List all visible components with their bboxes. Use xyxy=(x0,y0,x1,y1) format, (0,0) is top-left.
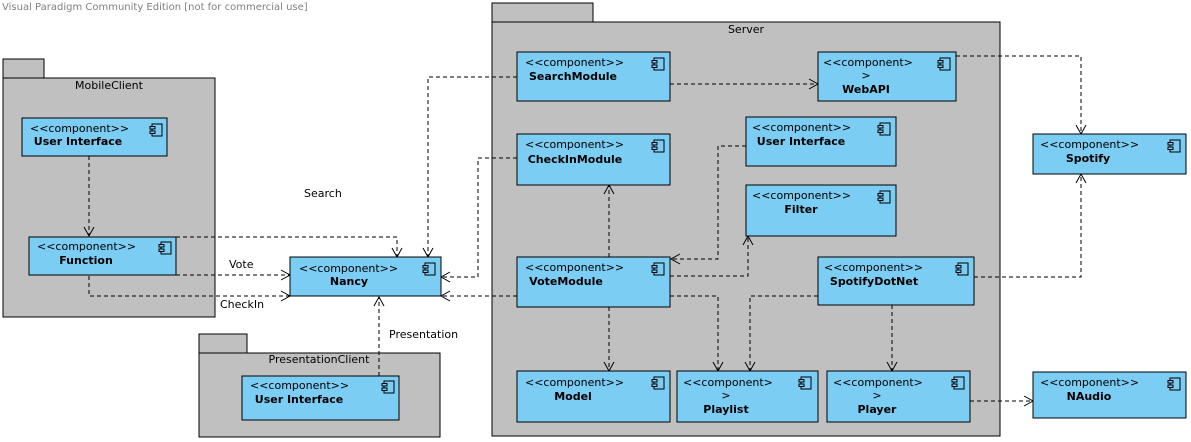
package-presentation-client-name: PresentationClient xyxy=(269,353,371,366)
component-name: SearchModule xyxy=(529,70,617,83)
component-name: User Interface xyxy=(34,135,122,148)
stereotype-label-line2: > xyxy=(861,69,870,82)
component-mobile-user-interface[interactable]: <<component>> User Interface xyxy=(21,117,168,157)
label-checkin: CheckIn xyxy=(220,298,264,311)
stereotype-label-line2: > xyxy=(872,389,881,402)
dep-serverui-vote xyxy=(671,145,746,260)
stereotype-label: <<component>> xyxy=(1040,376,1139,389)
component-icon xyxy=(1167,377,1181,391)
component-naudio[interactable]: <<component>> NAudio xyxy=(1032,371,1187,419)
component-name: CheckInModule xyxy=(528,153,623,166)
dep-webapi-spotify xyxy=(956,55,1082,134)
stereotype-label: <<component>> xyxy=(1040,138,1139,151)
component-spotify[interactable]: <<component>> Spotify xyxy=(1032,133,1187,175)
component-icon xyxy=(149,123,163,137)
stereotype-label: <<component>> xyxy=(525,56,624,69)
dep-search-nancy xyxy=(427,76,517,257)
component-name: VoteModule xyxy=(529,275,603,288)
dep-spotifydotnet-playlist xyxy=(749,295,818,371)
component-icon xyxy=(877,190,891,204)
stereotype-label: <<component>> xyxy=(250,379,349,392)
component-name: User Interface xyxy=(757,135,845,148)
component-icon xyxy=(381,380,395,394)
label-vote: Vote xyxy=(229,258,254,271)
component-name: Spotify xyxy=(1066,152,1110,165)
component-icon xyxy=(951,376,965,390)
component-icon xyxy=(955,262,969,276)
component-playlist[interactable]: <<component> > Playlist xyxy=(676,370,819,423)
component-name: Nancy xyxy=(330,275,368,288)
component-checkin-module[interactable]: <<component>> CheckInModule xyxy=(516,133,671,186)
component-filter[interactable]: <<component>> Filter xyxy=(745,184,897,237)
component-icon xyxy=(158,241,172,255)
component-icon xyxy=(651,262,665,276)
stereotype-label-line1: <<component> xyxy=(823,56,913,69)
component-icon xyxy=(1167,139,1181,153)
component-icon xyxy=(937,57,951,71)
component-nancy[interactable]: <<component>> Nancy xyxy=(289,256,442,297)
stereotype-label: <<component>> xyxy=(525,261,624,274)
dep-vote-filter xyxy=(670,236,749,277)
component-icon xyxy=(651,376,665,390)
component-name: WebAPI xyxy=(842,83,890,96)
label-search: Search xyxy=(304,187,342,200)
stereotype-label-line2: > xyxy=(721,389,730,402)
component-player[interactable]: <<component> > Player xyxy=(826,370,971,423)
component-search-module[interactable]: <<component>> SearchModule xyxy=(516,51,671,102)
stereotype-label: <<component>> xyxy=(299,262,398,275)
component-name: Filter xyxy=(784,203,818,216)
component-model[interactable]: <<component>> Model xyxy=(516,370,671,423)
stereotype-label: <<component>> xyxy=(30,122,129,135)
component-icon xyxy=(422,262,436,276)
component-name: Player xyxy=(858,403,898,416)
dep-spotifydotnet-spotify xyxy=(974,174,1082,278)
component-vote-module[interactable]: <<component>> VoteModule xyxy=(516,256,671,308)
component-function[interactable]: <<component>> Function xyxy=(28,236,177,276)
component-name: User Interface xyxy=(255,393,343,406)
dep-checkin-nancy xyxy=(441,157,517,278)
stereotype-label: <<component>> xyxy=(525,376,624,389)
watermark: Visual Paradigm Community Edition [not f… xyxy=(2,2,308,13)
component-name: Function xyxy=(59,254,113,267)
component-webapi[interactable]: <<component> > WebAPI xyxy=(817,51,957,102)
component-name: Model xyxy=(554,390,592,403)
stereotype-label-line1: <<component> xyxy=(683,376,773,389)
dependency-lines xyxy=(83,55,1087,407)
dep-function-nancy-checkin xyxy=(88,276,290,297)
stereotype-label: <<component>> xyxy=(37,240,136,253)
package-mobile-client-name: MobileClient xyxy=(75,79,144,92)
component-icon xyxy=(651,57,665,71)
component-icon xyxy=(651,139,665,153)
component-spotifydotnet[interactable]: <<component>> SpotifyDotNet xyxy=(817,256,975,306)
label-presentation: Presentation xyxy=(389,328,458,341)
stereotype-label: <<component>> xyxy=(752,121,851,134)
package-mobile-client[interactable]: MobileClient xyxy=(2,58,216,318)
component-name: NAudio xyxy=(1067,390,1112,403)
package-server-name: Server xyxy=(728,23,765,36)
component-presentation-user-interface[interactable]: <<component>> User Interface xyxy=(241,375,400,421)
dep-vote-playlist xyxy=(670,295,719,371)
stereotype-label: <<component>> xyxy=(824,261,923,274)
component-name: Playlist xyxy=(703,403,748,416)
stereotype-label: <<component>> xyxy=(752,189,851,202)
component-icon xyxy=(798,376,812,390)
component-icon xyxy=(877,122,891,136)
component-name: SpotifyDotNet xyxy=(830,275,918,288)
dep-function-nancy-search xyxy=(176,236,398,257)
stereotype-label-line1: <<component> xyxy=(833,376,923,389)
component-server-user-interface[interactable]: <<component>> User Interface xyxy=(745,116,897,167)
stereotype-label: <<component>> xyxy=(525,138,624,151)
